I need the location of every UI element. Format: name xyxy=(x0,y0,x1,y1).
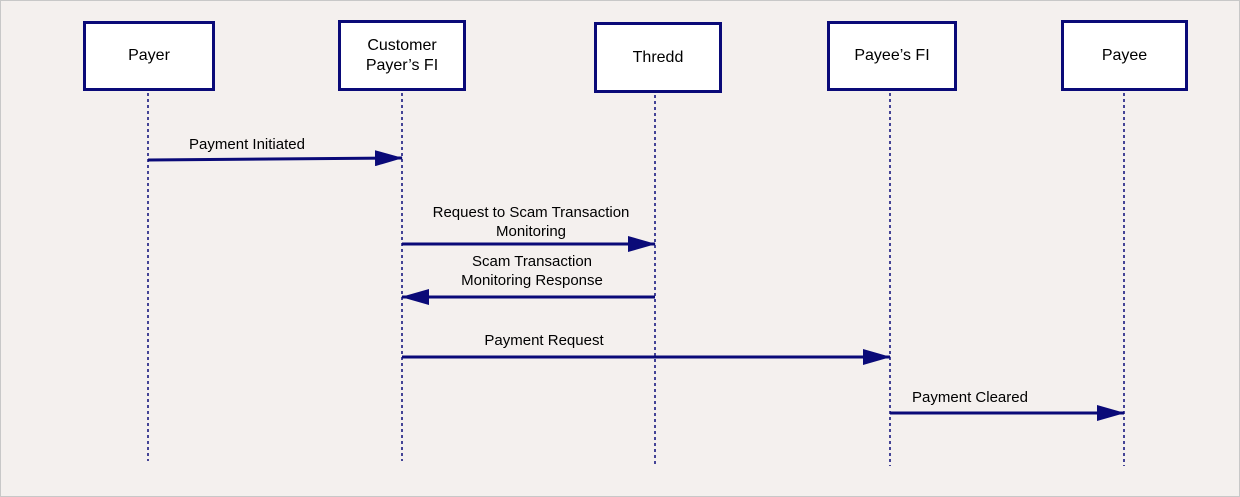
actor-thredd: Thredd xyxy=(594,22,722,93)
arrow-payment-initiated xyxy=(147,150,403,167)
label-scam-monitoring-response: Scam Transaction Monitoring Response xyxy=(461,253,603,289)
label-payment-request: Payment Request xyxy=(484,332,604,349)
label-request-scam-monitoring: Request to Scam Transaction Monitoring xyxy=(432,204,630,240)
label-payment-initiated: Payment Initiated xyxy=(189,136,305,153)
actor-payee-fi: Payee’s FI xyxy=(827,21,957,91)
label-payment-cleared: Payment Cleared xyxy=(912,389,1028,406)
actor-customer-payer-fi: Customer Payer’s FI xyxy=(338,20,466,91)
actor-payer: Payer xyxy=(83,21,215,91)
actor-payee: Payee xyxy=(1061,20,1188,91)
